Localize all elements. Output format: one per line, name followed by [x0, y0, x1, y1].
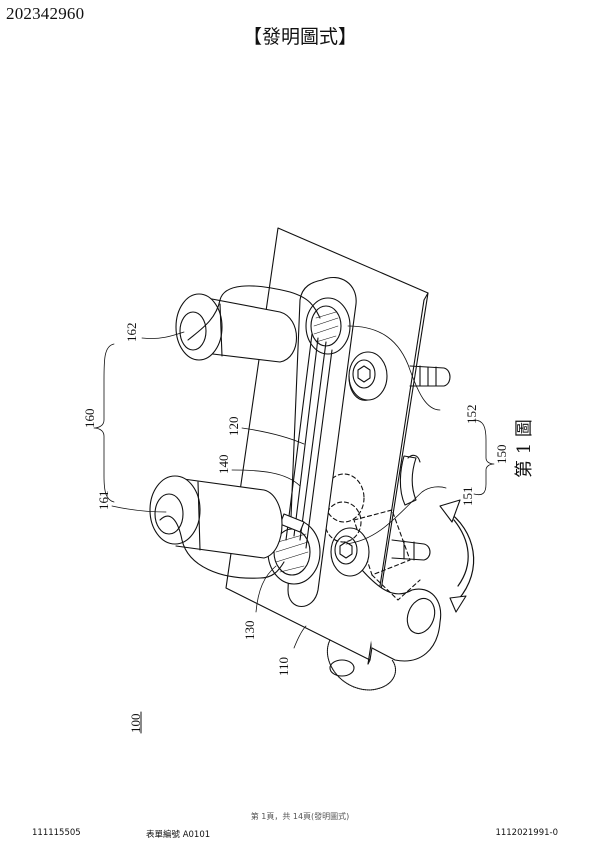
- cylinder-upper: [175, 293, 298, 363]
- ref-152: 152: [464, 405, 479, 425]
- page-info: 第 1頁，共 14頁(發明圖式): [250, 812, 350, 821]
- section-title: 【發明圖式】: [242, 26, 357, 48]
- bolt-upper: [409, 365, 451, 387]
- ref-100: 100: [128, 714, 143, 734]
- footer-form-code: 表單編號 A0101: [146, 830, 211, 840]
- ref-130: 130: [242, 621, 257, 641]
- hatch-upper: [313, 311, 339, 343]
- bolt-lower: [391, 539, 431, 561]
- ref-161: 161: [96, 491, 111, 511]
- ref-151: 151: [460, 487, 475, 507]
- leader-lines: [93, 325, 495, 649]
- ref-120: 120: [226, 417, 241, 437]
- hatch-lower: [275, 533, 309, 573]
- lower-bracket: [326, 454, 442, 691]
- figure-label: 第 1 圖: [514, 419, 535, 478]
- wires: [159, 285, 321, 579]
- footer-left-code: 111115505: [32, 828, 81, 838]
- ref-160: 160: [82, 409, 97, 429]
- document-number: 202342960: [6, 4, 85, 23]
- rotation-arrow: [439, 499, 475, 613]
- ref-110: 110: [276, 657, 291, 676]
- cap-screw-upper: [348, 351, 388, 401]
- footer-right-code: 1112021991-0: [495, 828, 558, 838]
- ref-162: 162: [124, 323, 139, 343]
- ref-140: 140: [216, 455, 231, 475]
- ref-150: 150: [494, 445, 509, 465]
- cap-screw-lower: [330, 527, 370, 577]
- cylinder-lower: [149, 475, 283, 559]
